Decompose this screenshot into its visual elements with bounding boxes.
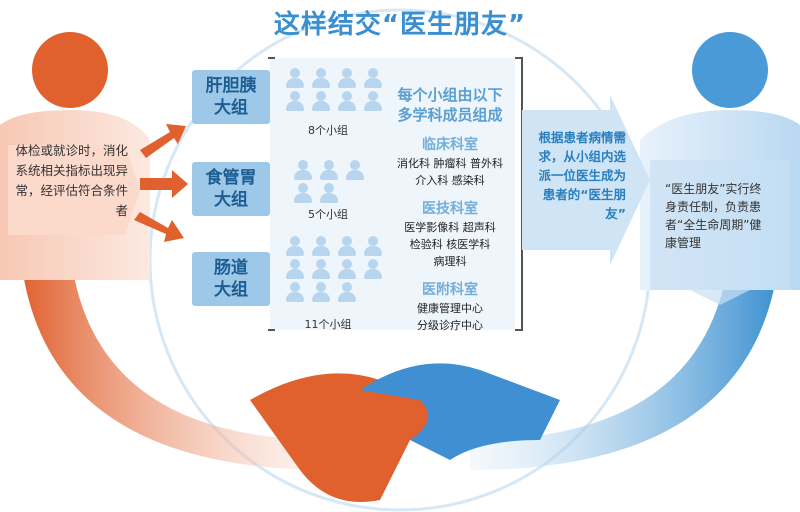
group-name: 肠道大组 [214,258,248,300]
section-title: 医技科室 [422,201,478,217]
department-line: 健康管理中心 [417,302,483,315]
person-icon [363,236,383,256]
person-icon [285,259,305,279]
orange-arrows [134,124,188,242]
groups-panel [270,58,515,330]
result-arrow [650,160,790,305]
department-line: 消化科 肿瘤科 普外科 [397,157,503,170]
panel-heading: 每个小组由以下 [397,86,503,104]
department-line: 医学影像科 超声科 [404,221,496,234]
group-hepatobiliary: 肝胆胰大组 [192,70,270,124]
person-icon [311,259,331,279]
person-icon [285,68,305,88]
person-icon [319,160,339,180]
handshake-illustration [250,363,560,502]
result-text: “医生朋友”实行终身责任制，负责患者“全生命周期”健康管理 [665,182,762,250]
selection-arrow [522,95,650,265]
group-esophagogastric: 食管胃大组 [192,162,270,216]
person-icon [337,259,357,279]
selection-text: 根据患者病情需求，从小组内选派一位医生成为患者的“医生朋友” [538,130,626,221]
panel-heading: 多学科成员组成 [397,106,503,124]
criteria-arrow [8,145,140,235]
section-title: 临床科室 [422,137,478,153]
person-icon [337,91,357,111]
person-icon [285,91,305,111]
department-line: 检验科 核医学科 [409,238,491,251]
person-icon [337,282,357,302]
group-name: 食管胃大组 [205,168,257,210]
section-title: 医附科室 [422,282,478,298]
group-count: 11个小组 [304,318,352,331]
department-line: 分级诊疗中心 [417,319,483,332]
person-icon [285,282,305,302]
people-icons-11 [285,236,383,302]
person-icon [345,160,365,180]
person-icon [311,91,331,111]
multidisciplinary-panel: 每个小组由以下 多学科成员组成 临床科室 消化科 肿瘤科 普外科 介入科 感染科… [385,85,515,334]
people-icons-8 [285,68,383,111]
person-icon [337,68,357,88]
person-icon [293,160,313,180]
group-count: 5个小组 [308,208,348,221]
person-icon [311,68,331,88]
person-icon [363,259,383,279]
group-name: 肝胆胰大组 [205,76,257,118]
person-icon [319,183,339,203]
person-icon [363,68,383,88]
department-line: 病理科 [433,255,467,268]
department-line: 介入科 感染科 [415,174,485,187]
group-count: 8个小组 [308,124,348,137]
person-icon [311,236,331,256]
person-icon [337,236,357,256]
patient-criteria-text: 体检或就诊时，消化系统相关指标出现异常，经评估符合条件者 [15,143,128,218]
people-icons-5 [293,160,365,203]
person-icon [311,282,331,302]
person-icon [285,236,305,256]
page-title: 这样结交“医生朋友” [273,10,527,40]
person-icon [363,91,383,111]
group-intestinal: 肠道大组 [192,252,270,306]
person-icon [293,183,313,203]
